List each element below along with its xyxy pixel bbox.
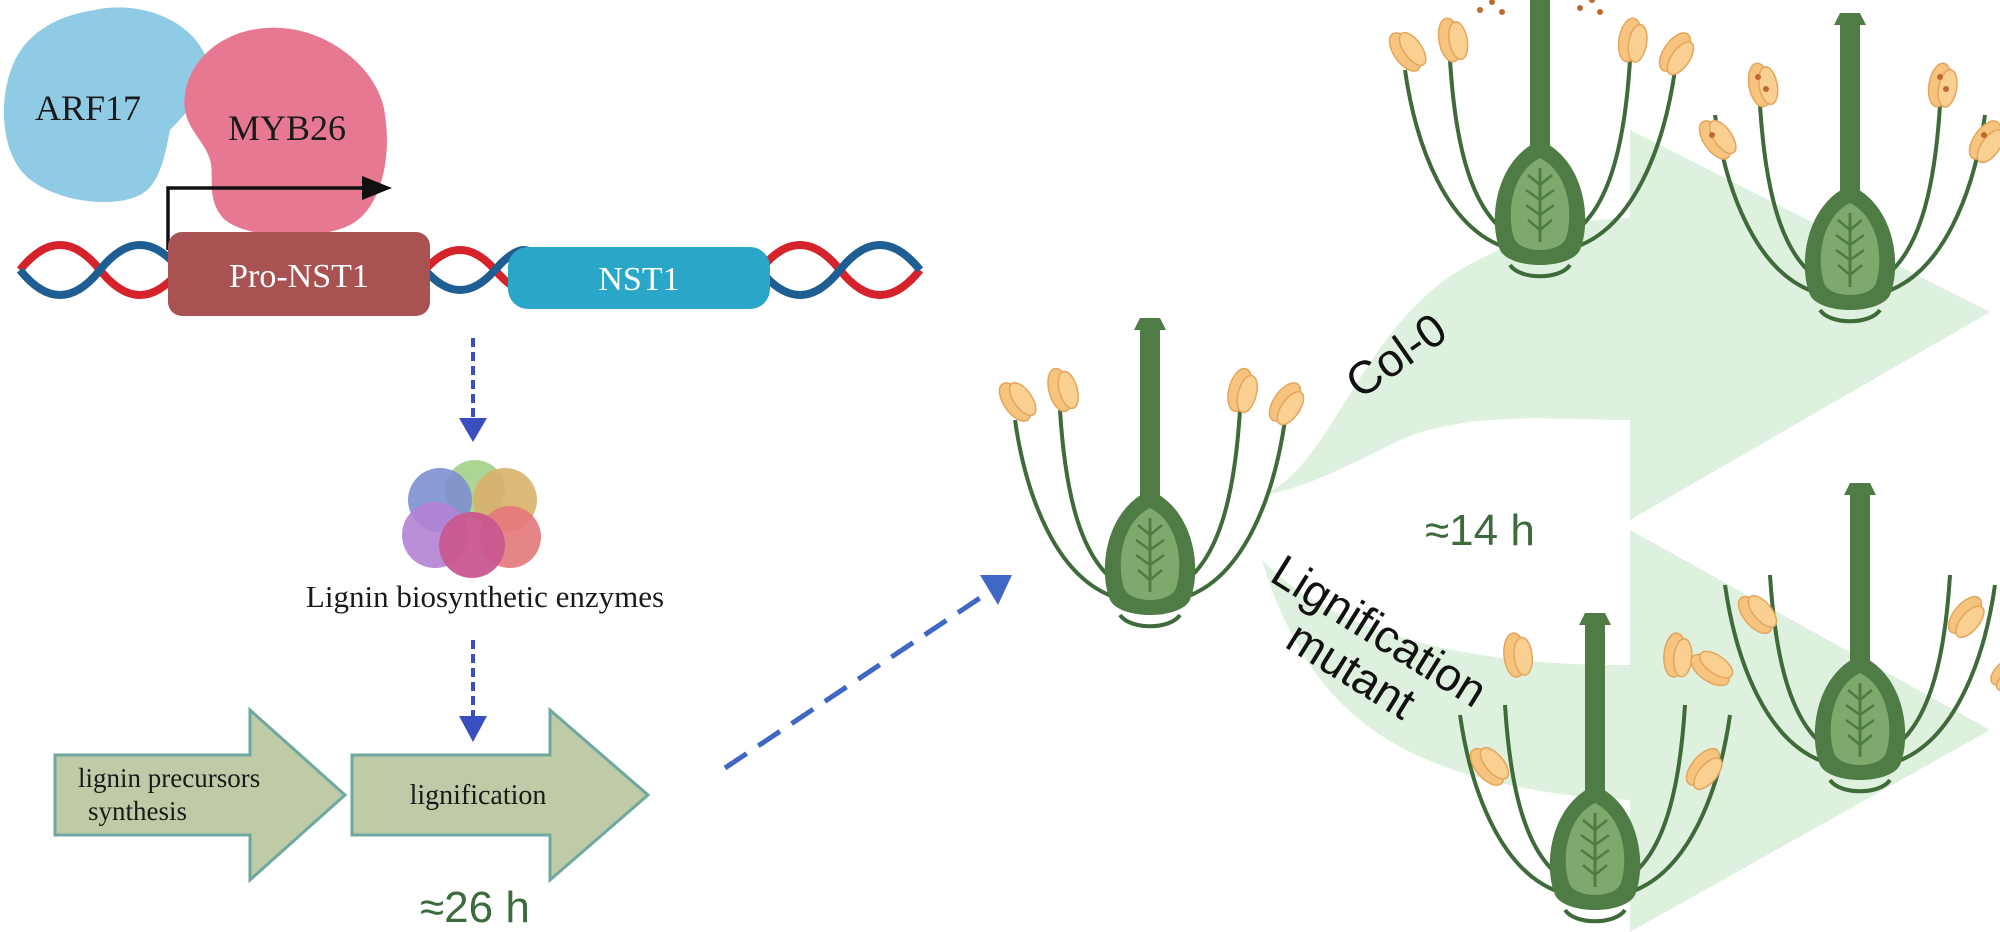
precursors-label-line1: lignin precursors xyxy=(78,763,260,793)
time-14h-label: ≈14 h xyxy=(1425,506,1535,555)
pro-nst1-label: Pro-NST1 xyxy=(229,258,369,295)
flower-col0-dehisced xyxy=(1692,11,2000,324)
enzyme-cluster-icon xyxy=(402,460,541,578)
dna-helix xyxy=(16,241,924,299)
time-26h-label: ≈26 h xyxy=(420,883,530,932)
flower-col0-mid xyxy=(1382,0,1703,279)
flower-stage-initial xyxy=(992,316,1313,629)
promoter-box xyxy=(168,232,430,316)
myb26-label: MYB26 xyxy=(228,108,346,148)
lignification-arrow xyxy=(350,706,651,884)
arf17-protein xyxy=(3,7,208,203)
myb26-protein xyxy=(184,27,387,236)
dashed-arrow-to-flower xyxy=(723,587,994,771)
nst1-gene-box xyxy=(508,247,770,309)
transcription-start-arrow xyxy=(166,186,365,250)
lignification-label: lignification xyxy=(410,780,547,811)
arf17-label: ARF17 xyxy=(35,88,141,128)
precursors-label-line2: synthesis xyxy=(88,796,187,826)
col0-branch-arrow xyxy=(1262,130,1990,520)
nst1-label: NST1 xyxy=(598,261,679,298)
enzymes-label: Lignin biosynthetic enzymes xyxy=(306,579,664,614)
precursors-arrow xyxy=(53,706,348,884)
mutant-branch-arrow xyxy=(1262,530,1990,932)
